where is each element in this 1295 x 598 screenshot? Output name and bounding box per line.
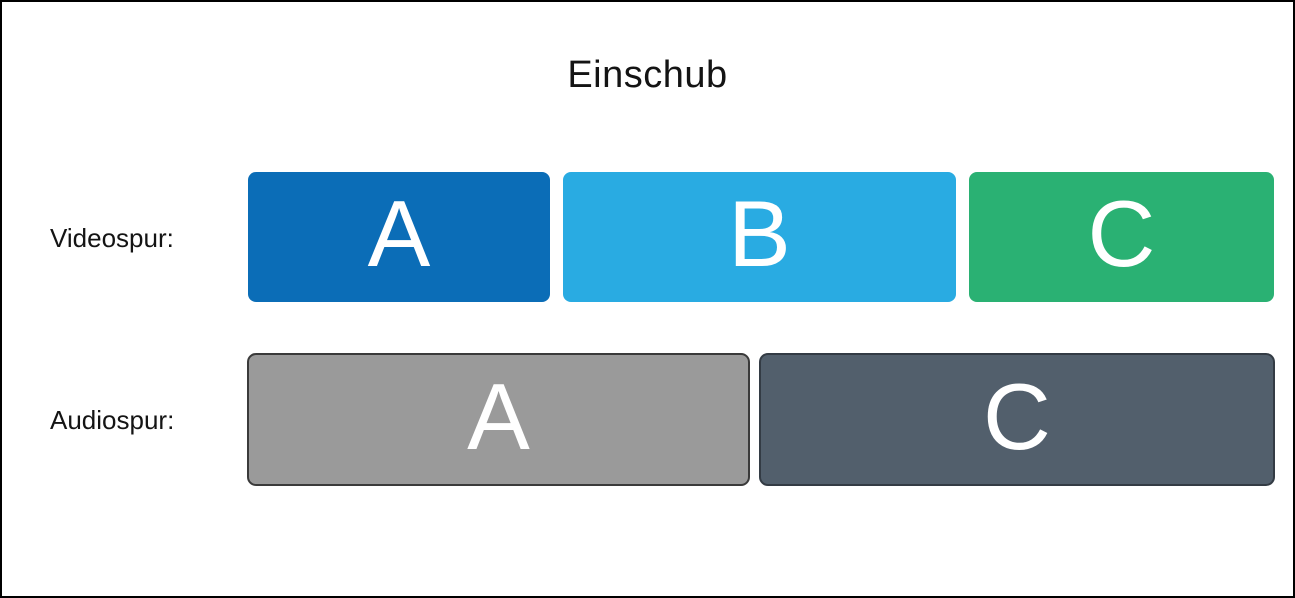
audiospur-row: A C: [247, 353, 1275, 486]
audio-block-a: A: [247, 353, 750, 486]
video-block-b: B: [563, 172, 956, 302]
video-block-c: C: [969, 172, 1274, 302]
diagram-title: Einschub: [567, 54, 728, 96]
video-block-a: A: [248, 172, 550, 302]
videospur-label: Videospur:: [50, 223, 174, 253]
videospur-row: A B C: [248, 172, 1274, 302]
audiospur-label: Audiospur:: [50, 405, 175, 435]
audio-block-c: C: [759, 353, 1275, 486]
